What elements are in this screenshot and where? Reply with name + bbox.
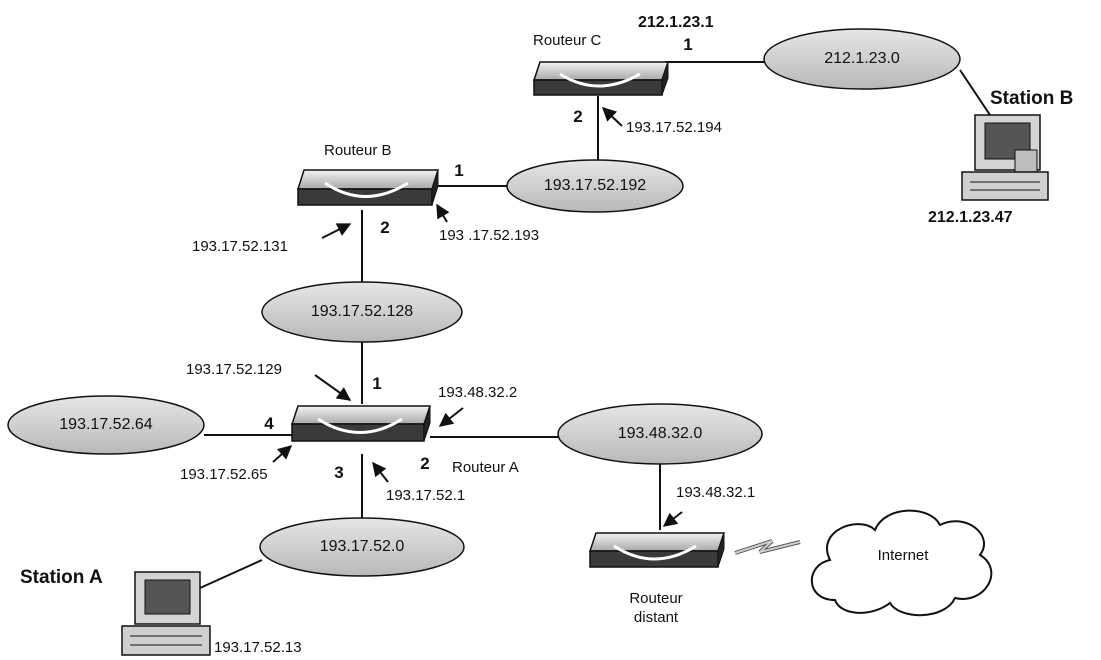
routeur-b-port2: 2 [380,218,389,237]
routeur-c-ip-port1: 212.1.23.1 [638,14,714,31]
wan-link-icon [734,539,801,555]
arrow-distant [662,511,683,527]
station-b-ip: 212.1.23.47 [928,209,1013,226]
routeur-distant-name-line2: distant [634,609,679,626]
network-0: 193.17.52.0 [259,517,465,577]
routeur-distant-icon [588,532,726,568]
internet-label: Internet [878,547,930,564]
network-label: 193.48.32.0 [618,425,703,442]
link-0-station-a [199,559,263,589]
routeur-a-name: Routeur A [452,459,519,476]
network-label: 193.17.52.128 [311,303,413,320]
station-b-name: Station B [990,88,1073,109]
links [199,61,993,589]
routeur-c-name: Routeur C [533,32,602,49]
link-212-station-b [959,69,993,119]
network-48: 193.48.32.0 [557,403,763,465]
routeur-b-icon [296,169,440,206]
arrow-a-port1 [314,374,352,401]
routeur-c-icon [532,61,670,96]
internet-cloud: Internet [810,509,993,617]
arrow-c-port2 [601,107,623,127]
routeur-c-port1: 1 [683,35,692,54]
arrow-a-port3 [372,461,389,483]
routeur-a-port4: 4 [264,414,274,433]
station-b-computer-icon [961,114,1049,201]
routeur-b-port1: 1 [454,161,463,180]
network-64: 193.17.52.64 [7,395,205,455]
routeur-a-ip-port2: 193.48.32.2 [438,384,517,401]
arrow-a-port2 [438,407,464,427]
routeur-a-icon [290,405,432,442]
network-label: 212.1.23.0 [824,50,900,67]
network-192: 193.17.52.192 [506,159,684,213]
network-label: 193.17.52.0 [320,538,405,555]
network-label: 193.17.52.192 [544,177,646,194]
routeur-b-name: Routeur B [324,142,392,159]
routeur-a-ip-port4: 193.17.52.65 [180,466,268,483]
routeur-distant-name-line1: Routeur [629,590,682,607]
network-label: 193.17.52.64 [59,416,153,433]
routeur-b-ip-port1: 193 .17.52.193 [439,227,539,244]
routeur-distant-ip: 193.48.32.1 [676,484,755,501]
station-a-name: Station A [20,567,103,588]
network-128: 193.17.52.128 [261,281,463,343]
routeur-b-ip-port2: 193.17.52.131 [192,238,288,255]
station-a-ip: 193.17.52.13 [214,639,302,656]
arrow-b-port1 [436,203,450,223]
interface-arrows [272,107,683,527]
routeur-a-ip-port3: 193.17.52.1 [386,487,465,504]
arrow-b-port2 [321,223,352,239]
routeur-a-port3: 3 [334,463,343,482]
routeur-a-port2: 2 [420,454,429,473]
arrow-a-port4 [272,445,293,463]
routeur-c-port2: 2 [573,107,582,126]
routeur-a-ip-port1: 193.17.52.129 [186,361,282,378]
station-a-computer-icon [121,571,211,656]
routeur-a-port1: 1 [372,374,381,393]
routeur-c-ip-port2: 193.17.52.194 [626,119,722,136]
network-212: 212.1.23.0 [763,28,961,90]
